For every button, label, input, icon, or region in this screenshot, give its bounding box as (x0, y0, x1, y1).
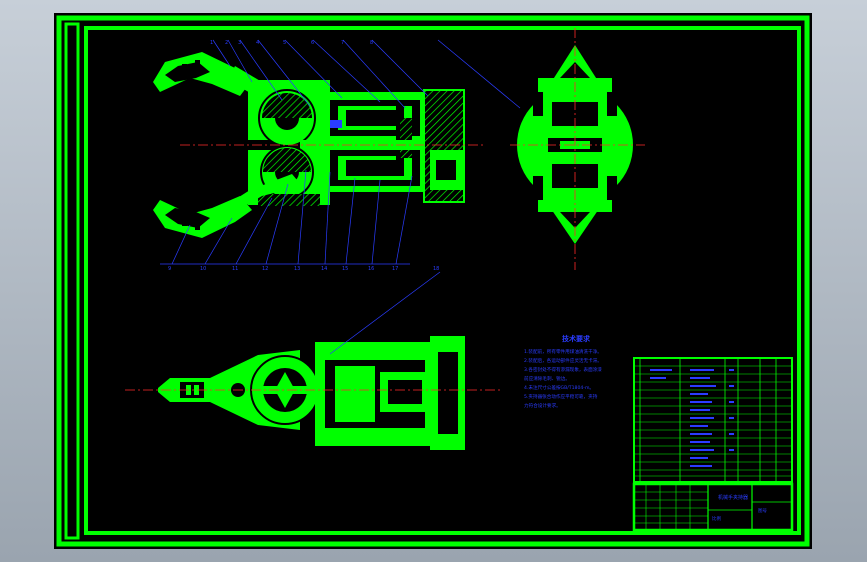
balloon-4: 4 (256, 40, 259, 46)
balloon-row-top: 1 2 3 4 5 6 7 8 (210, 40, 373, 46)
note-line-3: 3.各密封处不得有渗漏现象，表面涂漆 (524, 366, 602, 373)
sheet-label: 图号 (758, 508, 767, 514)
parts-list[interactable] (633, 357, 793, 483)
outer-frame (56, 15, 810, 547)
note-line-7: 力符合设计要求。 (524, 402, 561, 409)
title-block[interactable] (632, 482, 794, 532)
note-line-2: 2.装配后，各运动部件应灵活无卡滞。 (524, 357, 602, 364)
notes-title: 技术要求 (562, 334, 591, 343)
balloon-18: 18 (433, 266, 439, 272)
binding-margin (64, 22, 80, 540)
top-view[interactable] (158, 336, 465, 450)
leaders-top (212, 39, 521, 109)
balloon-11: 11 (232, 266, 238, 272)
balloon-14: 14 (321, 266, 327, 272)
note-line-5: 4.未注尺寸公差按GB/T1804-m。 (524, 384, 594, 391)
balloon-8: 8 (370, 40, 373, 46)
balloon-2: 2 (225, 40, 228, 46)
balloon-17: 17 (392, 266, 398, 272)
balloon-7: 7 (341, 40, 344, 46)
balloon-10: 10 (200, 266, 206, 272)
balloon-1: 1 (210, 40, 213, 46)
parts-list-entries (650, 369, 734, 467)
balloon-3: 3 (238, 40, 241, 46)
balloon-6: 6 (311, 40, 314, 46)
balloon-15: 15 (342, 266, 348, 272)
note-line-6: 5.夹持器张合动作应平稳可靠，夹持 (524, 393, 598, 400)
balloon-13: 13 (294, 266, 300, 272)
leader-section (329, 271, 441, 355)
scale-label: 比例 (712, 515, 721, 522)
note-line-4: 前应清除毛刺、锐边。 (524, 375, 570, 382)
balloon-16: 16 (368, 266, 374, 272)
balloon-5: 5 (283, 40, 286, 46)
balloon-row-bottom: 9 10 11 12 13 14 15 16 17 (168, 266, 398, 272)
technical-notes: 技术要求 1.装配前，所有零件用煤油清洗干净。 2.装配后，各运动部件应灵活无卡… (524, 334, 602, 409)
front-section-view[interactable] (153, 52, 465, 238)
balloon-9: 9 (168, 266, 171, 272)
note-line-1: 1.装配前，所有零件用煤油清洗干净。 (524, 348, 602, 355)
balloon-12: 12 (262, 266, 268, 272)
drawing-title: 机械手夹持器 (718, 494, 748, 501)
leaders-bottom (160, 169, 413, 265)
inner-frame (84, 26, 801, 535)
